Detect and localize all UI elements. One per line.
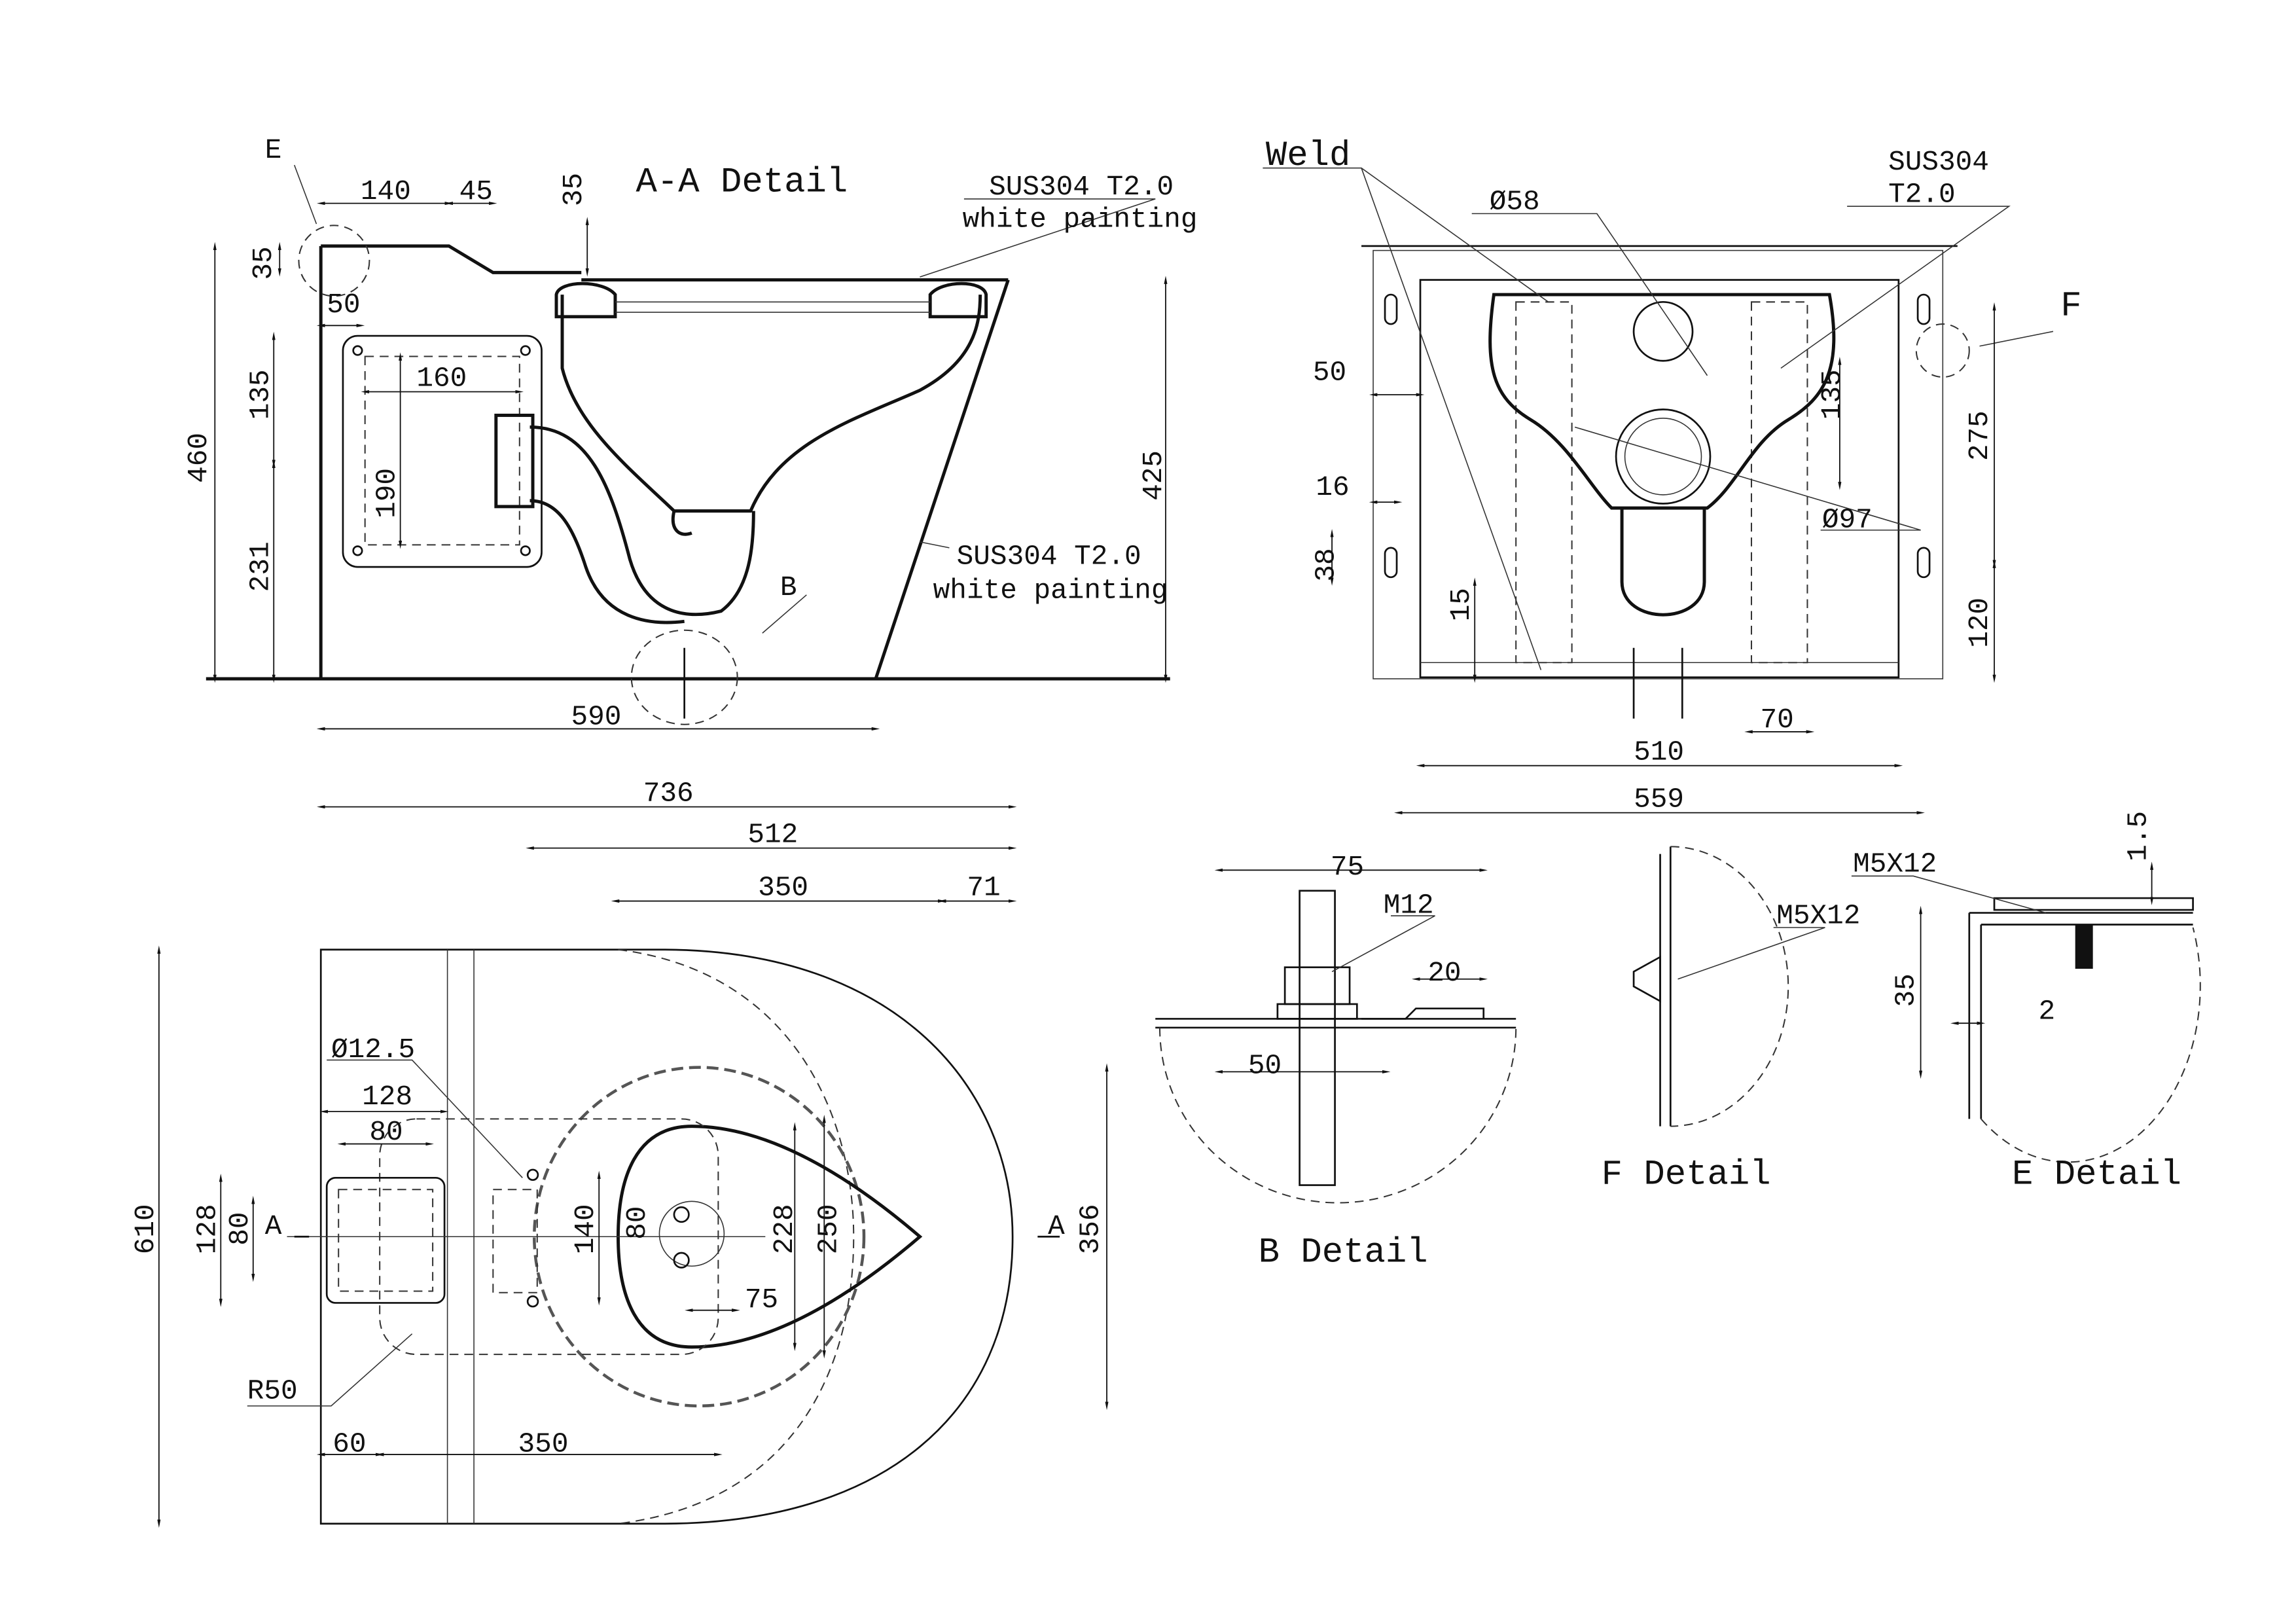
dim-80-h: 80 xyxy=(369,1116,403,1148)
top-material-note: SUS304 T2.0 xyxy=(989,171,1174,203)
callout-b: B xyxy=(780,571,797,604)
radius-r50: R50 xyxy=(247,1375,298,1407)
e-detail: M5X12 1.5 35 2 E Detail xyxy=(1851,811,2201,1195)
dim-512: 512 xyxy=(747,819,798,851)
weld-label: Weld xyxy=(1266,136,1351,176)
b-detail-title: B Detail xyxy=(1259,1233,1428,1272)
b-dim-75: 75 xyxy=(1331,851,1364,883)
section-marker-left: A xyxy=(265,1210,282,1242)
rear-mount-plate xyxy=(325,1176,446,1304)
dim-50: 50 xyxy=(327,289,360,321)
e-dim-2: 2 xyxy=(2038,995,2055,1027)
dim-231: 231 xyxy=(244,541,276,592)
dim-71: 71 xyxy=(967,872,1000,904)
front-view: Weld Ø58 Ø97 SUS304 T2.0 F 50 16 38 15 1… xyxy=(1263,136,2082,816)
front-frame xyxy=(1419,279,1900,679)
dim-70: 70 xyxy=(1760,704,1793,736)
dim-510: 510 xyxy=(1634,736,1684,768)
f-detail: M5X12 F Detail xyxy=(1602,846,1860,1195)
inlet-pipe xyxy=(1632,300,1694,362)
front-slant-panel xyxy=(874,279,1010,679)
plan-outline xyxy=(319,948,1014,1525)
dim-128-h: 128 xyxy=(362,1081,412,1113)
dim-45: 45 xyxy=(459,175,493,208)
e-dim-35: 35 xyxy=(1890,973,1922,1007)
dim-736: 736 xyxy=(643,778,694,810)
dim-460: 460 xyxy=(183,433,215,483)
plan-view: Ø12.5 R50 A A 736 512 350 71 128 80 610 … xyxy=(130,778,1109,1528)
dim-35-top: 35 xyxy=(558,173,590,206)
pipe-diameter-58: Ø58 xyxy=(1490,186,1540,218)
pipe-diameter-97: Ø97 xyxy=(1822,503,1873,535)
section-marker-right: A xyxy=(1048,1210,1065,1242)
front-material-line2: T2.0 xyxy=(1888,178,1956,210)
dim-190: 190 xyxy=(371,468,403,518)
front-material-line1: SUS304 xyxy=(1888,146,1989,178)
dim-350-top: 350 xyxy=(758,872,808,904)
e-screw-m5x12: M5X12 xyxy=(1853,848,1937,880)
front-bowl-outline xyxy=(1488,293,1836,510)
side-material-note: SUS304 T2.0 xyxy=(957,541,1141,573)
dim-610: 610 xyxy=(130,1204,162,1254)
dim-38: 38 xyxy=(1310,548,1342,581)
aa-section-view: A-A Detail E B SUS304 T2.0 white paintin… xyxy=(183,134,1198,733)
dim-80-v: 80 xyxy=(224,1212,256,1245)
side-finish-note: white painting xyxy=(933,574,1168,606)
dim-35-left: 35 xyxy=(247,246,279,280)
dim-275: 275 xyxy=(1964,410,1996,461)
mounting-plate xyxy=(342,334,543,568)
outlet-chute xyxy=(1620,508,1706,617)
dim-135-front: 135 xyxy=(1816,369,1848,420)
b-dim-20: 20 xyxy=(1427,957,1461,989)
e-dim-1-5: 1.5 xyxy=(2123,811,2155,861)
screw-icon xyxy=(2075,924,2093,969)
dim-140: 140 xyxy=(569,1204,601,1254)
dim-228: 228 xyxy=(768,1204,800,1254)
b-dim-50: 50 xyxy=(1248,1050,1282,1082)
dim-590: 590 xyxy=(571,701,622,733)
dim-140: 140 xyxy=(361,175,411,208)
rim-right xyxy=(928,281,988,319)
dim-60: 60 xyxy=(332,1428,366,1460)
callout-f: F xyxy=(2060,287,2081,327)
aa-detail-title: A-A Detail xyxy=(636,163,848,203)
rim-left xyxy=(554,281,617,319)
dim-75: 75 xyxy=(745,1284,778,1316)
top-plate xyxy=(321,244,582,274)
top-finish-note: white painting xyxy=(963,204,1198,236)
dim-15: 15 xyxy=(1445,588,1477,621)
callout-e: E xyxy=(265,134,282,166)
f-screw-m5x12: M5X12 xyxy=(1776,899,1860,931)
trap-pipe xyxy=(529,425,755,624)
bowl-outline xyxy=(560,295,982,513)
dim-16: 16 xyxy=(1316,471,1349,503)
f-detail-title: F Detail xyxy=(1602,1155,1771,1195)
dim-50-front: 50 xyxy=(1313,357,1346,389)
dim-356: 356 xyxy=(1075,1204,1107,1254)
dim-135: 135 xyxy=(244,369,276,420)
b-detail: 75 M12 20 50 B Detail xyxy=(1155,851,1517,1272)
dim-80-bolt: 80 xyxy=(621,1206,653,1239)
dim-350-bottom: 350 xyxy=(518,1428,569,1460)
hole-diameter-12-5: Ø12.5 xyxy=(331,1034,415,1066)
bowl-opening xyxy=(616,1125,923,1349)
dim-559: 559 xyxy=(1634,784,1684,816)
dim-160: 160 xyxy=(416,362,467,394)
dim-120: 120 xyxy=(1964,598,1996,648)
dim-250: 250 xyxy=(812,1204,844,1254)
bolt-m12: M12 xyxy=(1384,890,1434,922)
e-detail-title: E Detail xyxy=(2012,1155,2181,1195)
outlet-pipe xyxy=(1615,408,1712,505)
dim-128-v: 128 xyxy=(191,1204,223,1254)
dim-425: 425 xyxy=(1138,450,1170,501)
seat-outline xyxy=(533,1066,866,1408)
